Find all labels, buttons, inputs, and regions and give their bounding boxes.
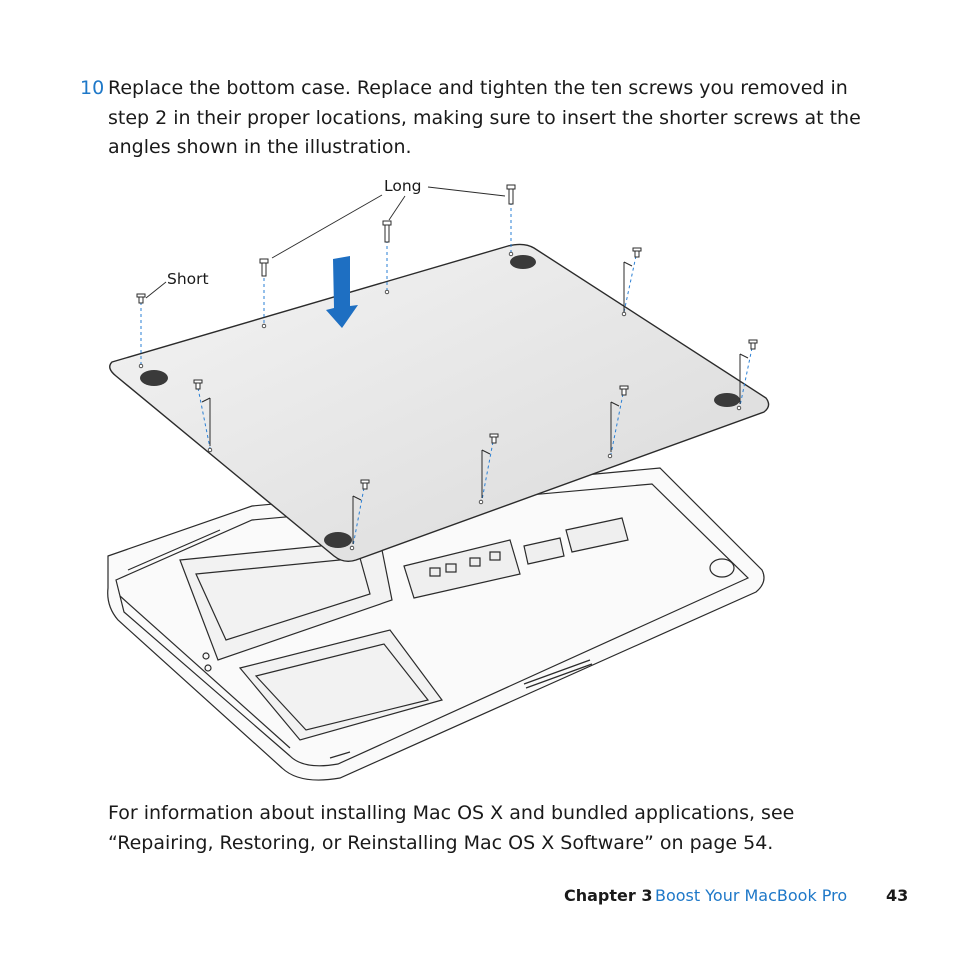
step-number: 10 — [80, 77, 105, 99]
screw-guides — [140, 202, 753, 547]
down-arrow-icon — [326, 256, 358, 328]
callout-long-label: Long — [384, 177, 422, 195]
callout-short-label: Short — [167, 270, 209, 288]
footer-chapter-title: Boost Your MacBook Pro — [655, 886, 848, 905]
short-screws — [136, 247, 758, 490]
step-text: Replace the bottom case. Replace and tig… — [108, 77, 861, 158]
body-paragraph: For information about installing Mac OS … — [108, 802, 795, 854]
page-number: 43 — [886, 886, 909, 905]
long-screws — [259, 184, 516, 277]
bottom-case-panel — [109, 243, 770, 563]
laptop-body — [107, 467, 765, 781]
footer-chapter: Chapter 3 — [564, 886, 653, 905]
bottom-case-illustration — [107, 184, 770, 781]
